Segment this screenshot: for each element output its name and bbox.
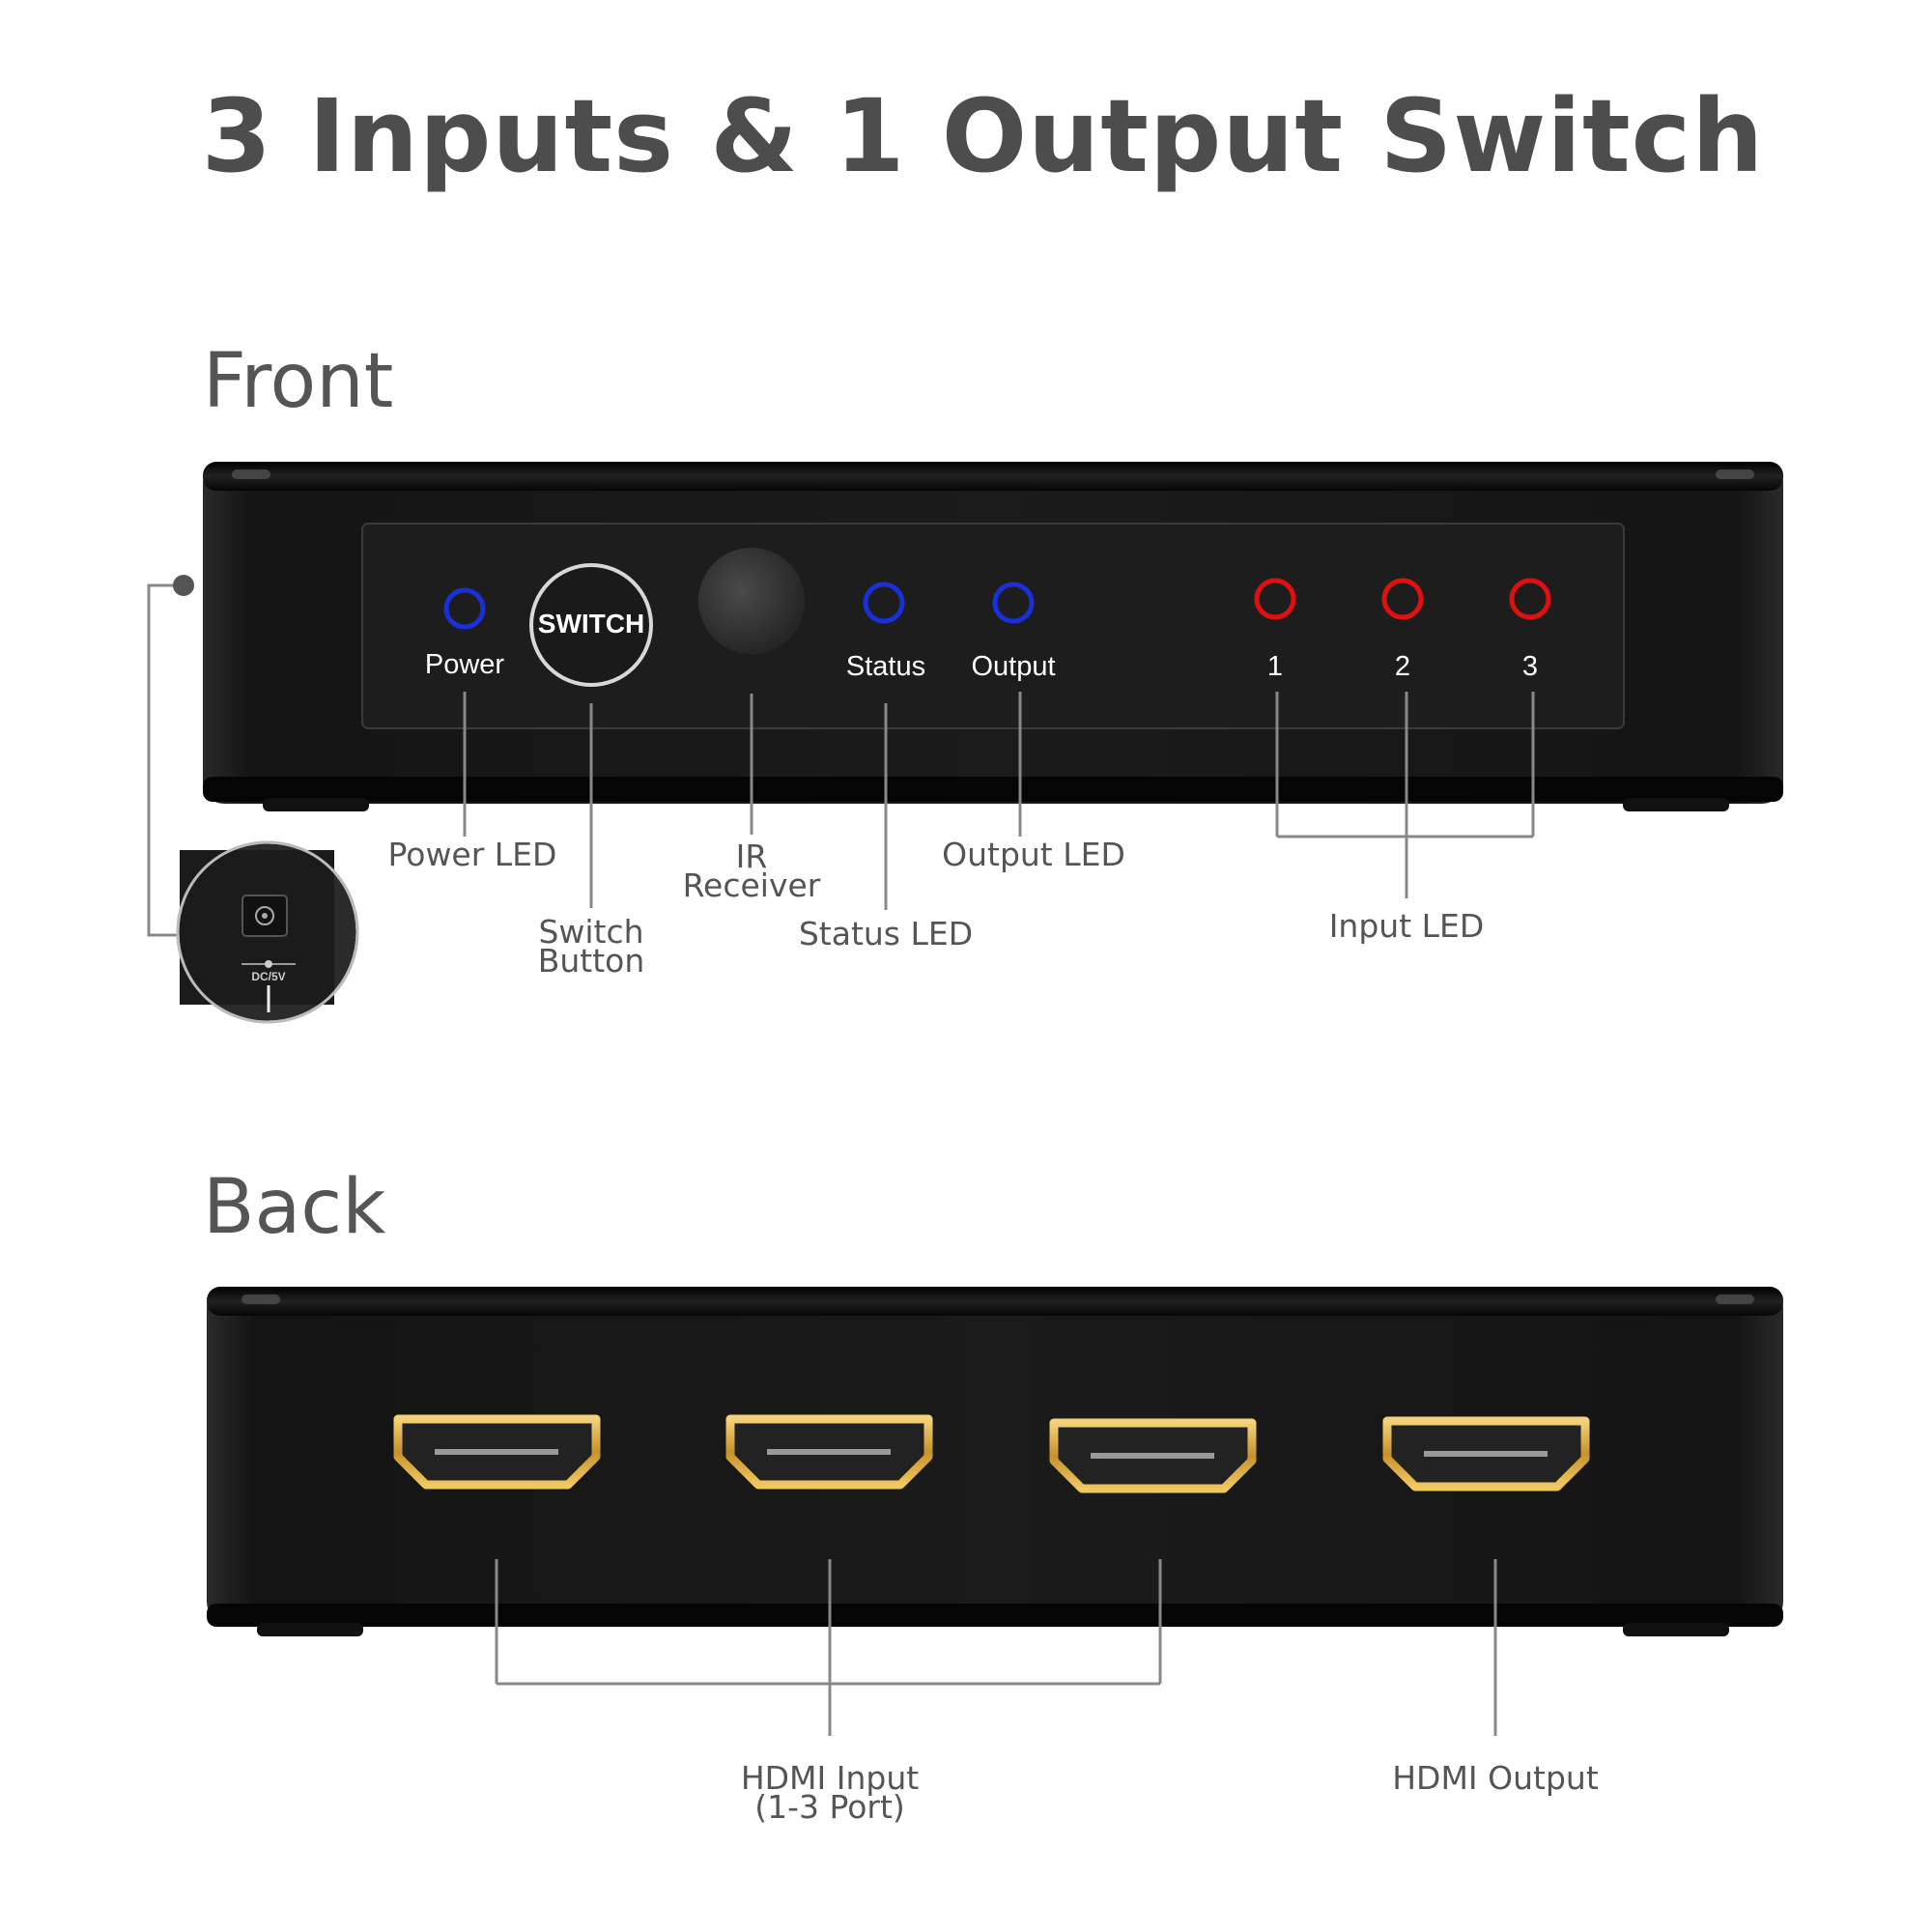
power-led — [443, 587, 486, 630]
front-callout-lines — [147, 583, 1535, 937]
back-foot-left — [257, 1623, 363, 1636]
front-foot-left — [263, 798, 369, 811]
input-led-3 — [1509, 578, 1551, 620]
front-label: Front — [203, 338, 394, 425]
leader-dot — [173, 575, 194, 596]
hdmi-output-port — [1382, 1416, 1590, 1492]
panel-input-1-text: 1 — [1266, 651, 1284, 682]
panel-status-text: Status — [845, 651, 926, 682]
front-panel — [361, 523, 1625, 729]
switch-button-graphic — [529, 563, 653, 687]
panel-input-3-text: 3 — [1521, 651, 1539, 682]
panel-power-text: Power — [424, 649, 505, 680]
callout-switch-line2: Button — [537, 942, 645, 980]
front-foot-right — [1623, 798, 1729, 811]
panel-input-2-text: 2 — [1394, 651, 1411, 682]
hdmi-port-1 — [393, 1414, 601, 1490]
hdmi-port-3 — [1049, 1418, 1257, 1493]
input-led-2 — [1381, 578, 1424, 620]
output-led — [992, 582, 1035, 624]
status-led — [863, 582, 905, 624]
input-led-1 — [1254, 578, 1296, 620]
panel-output-text: Output — [971, 651, 1056, 682]
callout-output-led: Output LED — [942, 836, 1125, 873]
callout-switch-line1: Switch — [538, 913, 644, 951]
back-body — [207, 1287, 1783, 1623]
callout-hdmi-input-line2: (1-3 Port) — [754, 1788, 905, 1826]
callout-power-led: Power LED — [387, 836, 557, 873]
callout-ir-receiver: IR Receiver — [645, 838, 858, 904]
callout-input-led: Input LED — [1328, 907, 1485, 945]
front-bottom-rim — [203, 777, 1783, 802]
power-jack-inset — [176, 840, 359, 1024]
back-foot-right — [1623, 1623, 1729, 1636]
switch-button[interactable]: SWITCH — [537, 609, 645, 639]
hdmi-port-2 — [725, 1414, 933, 1490]
back-bottom-rim — [207, 1604, 1783, 1627]
back-top-rim — [207, 1287, 1783, 1316]
page-title: 3 Inputs & 1 Output Switch — [201, 77, 1765, 195]
back-device — [207, 1287, 1783, 1636]
power-jack-label: DC/5V — [251, 970, 286, 983]
callout-hdmi-output: HDMI Output — [1392, 1759, 1599, 1797]
callout-hdmi-input-line1: HDMI Input — [740, 1759, 920, 1797]
callout-switch-button: Switch Button — [485, 913, 697, 980]
ir-receiver — [698, 548, 805, 654]
callout-ir-line2: Receiver — [682, 867, 821, 904]
front-device — [203, 462, 1783, 811]
callout-status-led: Status LED — [798, 915, 974, 952]
callout-hdmi-input: HDMI Input (1-3 Port) — [703, 1759, 956, 1826]
callout-ir-line1: IR — [735, 838, 768, 875]
front-top-rim — [203, 462, 1783, 491]
back-label: Back — [203, 1164, 386, 1251]
back-callout-lines — [495, 1559, 1497, 1736]
